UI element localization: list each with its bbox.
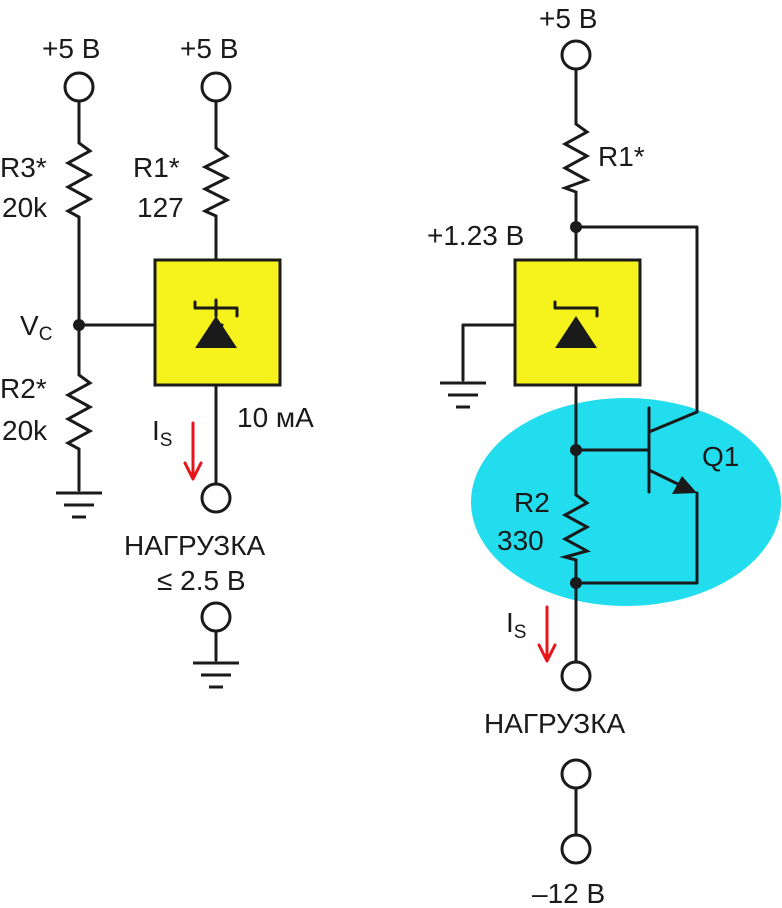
current-label: IS xyxy=(152,415,172,451)
left-supply-terminal-r1 xyxy=(200,71,232,103)
left-supply-label-r1: +5 В xyxy=(180,33,238,64)
shunt-regulator-symbol xyxy=(195,316,237,348)
resistor-r2-right xyxy=(559,483,591,562)
r2-right-name-label: R2 xyxy=(514,487,550,518)
right-load-terminal-top xyxy=(560,660,592,692)
shunt-regulator-symbol xyxy=(555,316,597,348)
resistor-r1-left xyxy=(201,133,231,224)
right-supply-terminal xyxy=(560,39,592,71)
vc-node xyxy=(73,319,85,331)
current-value-label: 10 мА xyxy=(237,402,314,433)
right-circuit: +5 В R1* +1.23 В Q1 R2 330 IS НАГРУЗКА –… xyxy=(427,3,739,908)
right-supply-label: +5 В xyxy=(539,3,597,34)
ref-voltage-label: +1.23 В xyxy=(427,220,524,251)
right-current-label: IS xyxy=(506,607,526,643)
emitter-node xyxy=(570,577,582,589)
current-arrow-icon xyxy=(537,605,557,663)
transistor-name-label: Q1 xyxy=(702,441,739,472)
base-node xyxy=(570,444,582,456)
r1-right-name-label: R1* xyxy=(598,141,645,172)
npn-transistor-icon xyxy=(647,406,699,494)
r3-value-label: 20k xyxy=(2,192,48,223)
emitter-return-wire xyxy=(574,491,699,585)
vc-label: VC xyxy=(20,310,52,345)
ground-icon xyxy=(440,381,486,409)
current-arrow-icon xyxy=(183,421,203,481)
r1-name-label: R1* xyxy=(133,152,180,183)
negative-supply-label: –12 В xyxy=(532,878,605,908)
ref-voltage-node xyxy=(570,221,582,233)
left-circuit: +5 В +5 В R3* 20k R1* 127 VC R2* 20k IS … xyxy=(0,33,314,689)
right-load-terminal-bottom xyxy=(560,758,592,790)
left-supply-label-r3: +5 В xyxy=(42,33,100,64)
r2-value-label: 20k xyxy=(2,415,48,446)
left-load-limit-label: ≤ 2.5 В xyxy=(157,565,246,596)
shunt-ic-inner-wire xyxy=(212,298,224,327)
left-load-label: НАГРУЗКА xyxy=(124,530,266,561)
r2-name-label: R2* xyxy=(0,373,47,404)
r1-value-label: 127 xyxy=(137,192,184,223)
shunt-cathode-bar xyxy=(553,300,599,318)
left-supply-terminal-r3 xyxy=(63,71,95,103)
resistor-r2-left xyxy=(64,358,94,459)
resistor-r3 xyxy=(64,126,94,227)
left-load-terminal-bottom xyxy=(200,601,232,633)
r2-right-value-label: 330 xyxy=(497,525,544,556)
ground-icon xyxy=(193,661,239,689)
ref-to-collector-wire xyxy=(574,225,699,414)
right-load-label: НАГРУЗКА xyxy=(484,708,626,739)
r3-name-label: R3* xyxy=(0,152,47,183)
negative-supply-terminal xyxy=(560,833,592,865)
resistor-r1-right xyxy=(560,110,591,196)
ground-icon xyxy=(56,491,102,519)
current-source-highlight xyxy=(471,398,781,606)
left-load-terminal-top xyxy=(200,482,232,514)
